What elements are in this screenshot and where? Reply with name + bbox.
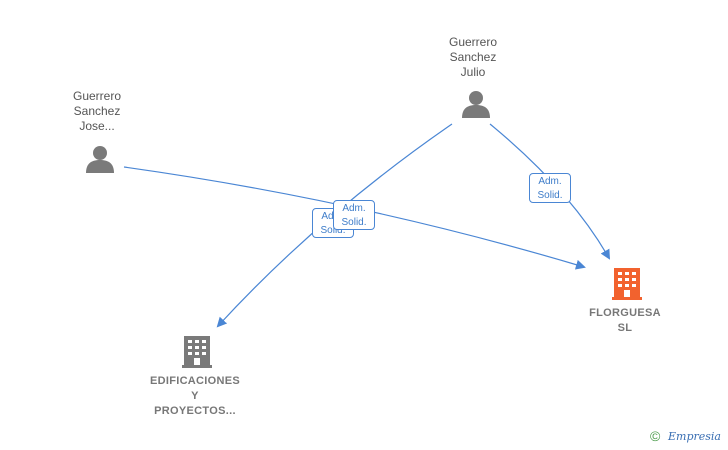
person-icon[interactable] — [461, 89, 491, 119]
role-badge-line-2: Solid. — [537, 190, 563, 201]
person-julio-line-2: Sanchez — [449, 50, 497, 64]
role-badge-line-2: Solid. — [320, 225, 346, 236]
person-julio-line-3: Julio — [460, 65, 486, 79]
company-edificaciones-line-2: Y — [191, 390, 199, 402]
person-jose-label[interactable]: Guerrero Sanchez Jose... — [57, 89, 137, 134]
person-icon[interactable] — [85, 144, 115, 174]
building-icon-highlight[interactable] — [612, 266, 642, 301]
brand-logo: Empresia — [668, 430, 721, 443]
company-edificaciones-label[interactable]: EDIFICACIONES Y PROYECTOS... — [135, 374, 255, 419]
role-badge-line-1: Adm. — [342, 203, 366, 214]
building-icon[interactable] — [182, 334, 212, 369]
company-florguesa-label[interactable]: FLORGUESA SL — [575, 306, 675, 336]
role-badge-julio-florguesa[interactable]: Adm. Solid. — [529, 173, 571, 203]
person-julio-label[interactable]: Guerrero Sanchez Julio — [433, 35, 513, 80]
copyright-symbol: © — [650, 428, 661, 444]
person-jose-line-2: Sanchez — [73, 104, 121, 118]
person-jose-line-1: Guerrero — [72, 89, 122, 103]
company-florguesa-line-2: SL — [617, 322, 633, 334]
company-edificaciones-line-1: EDIFICACIONES — [149, 375, 241, 387]
company-florguesa-line-1: FLORGUESA — [589, 307, 661, 319]
role-badge-jose-florguesa[interactable]: Adm. Solid. — [333, 200, 375, 230]
company-edificaciones-line-3: PROYECTOS... — [154, 405, 236, 417]
role-badge-line-2: Solid. — [341, 217, 367, 228]
role-badge-line-1: Adm. — [538, 176, 562, 187]
person-jose-line-3: Jose... — [79, 119, 115, 133]
person-julio-line-1: Guerrero — [448, 35, 498, 49]
